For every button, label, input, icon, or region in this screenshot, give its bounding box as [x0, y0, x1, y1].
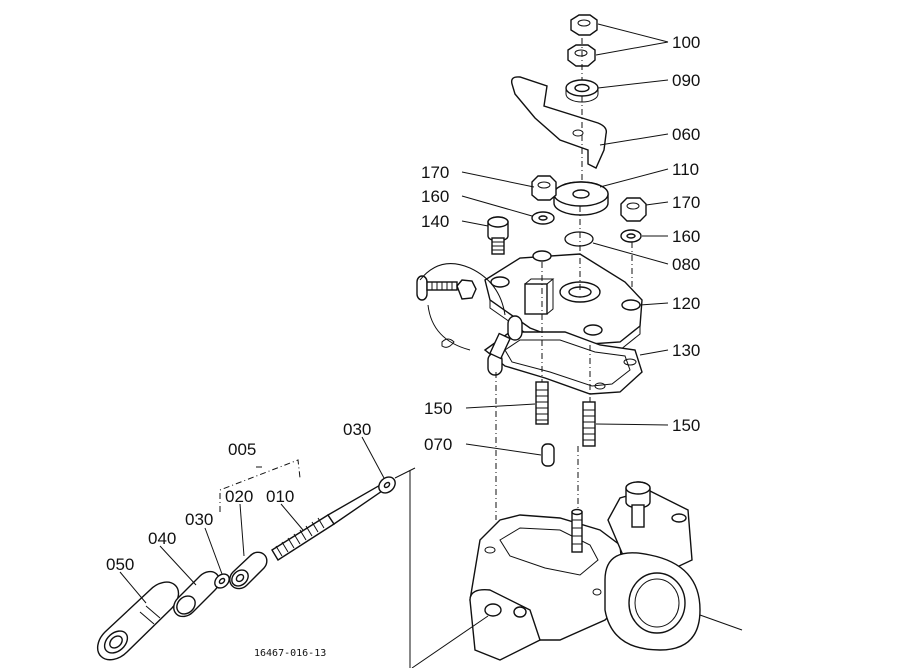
part-170-nut-left — [531, 175, 557, 201]
callout-030-lower: 030 — [185, 510, 213, 529]
part-070-key — [541, 443, 555, 467]
injection-pump-housing — [469, 481, 743, 661]
part-030-washer-upper — [378, 476, 396, 494]
part-050-sleeve — [96, 581, 180, 661]
part-060-lever — [510, 76, 608, 180]
callout-005: 005 — [228, 440, 256, 459]
part-160-washer-right — [620, 229, 642, 243]
callout-170-left: 170 — [421, 163, 449, 182]
callout-100: 100 — [672, 33, 700, 52]
callout-080: 080 — [672, 255, 700, 274]
callout-060: 060 — [672, 125, 700, 144]
callout-110: 110 — [672, 160, 699, 179]
assembly-center-lines — [495, 38, 633, 520]
part-080-o-ring — [564, 231, 594, 247]
callout-130: 130 — [672, 341, 700, 360]
callout-020: 020 — [225, 487, 253, 506]
callout-140: 140 — [421, 212, 449, 231]
part-020-collar — [229, 551, 268, 590]
part-130-gasket — [483, 331, 643, 395]
adjusting-screw-assembly — [416, 263, 523, 376]
callout-030-upper: 030 — [343, 420, 371, 439]
part-120-cover-plate — [484, 250, 643, 354]
callout-160-right: 160 — [672, 227, 700, 246]
callout-050: 050 — [106, 555, 134, 574]
callout-120: 120 — [672, 294, 700, 313]
figure-code: 16467-016-13 — [254, 648, 326, 659]
part-160-washer-left — [531, 211, 555, 225]
part-040-plunger — [173, 570, 220, 618]
callout-150-left: 150 — [424, 399, 452, 418]
callout-150-right: 150 — [672, 416, 700, 435]
part-150-stud-right — [582, 401, 596, 447]
leader-lines — [119, 23, 669, 668]
callout-090: 090 — [672, 71, 700, 90]
part-030-washer-lower — [214, 573, 230, 589]
callout-170-right: 170 — [672, 193, 700, 212]
part-140-bolt — [487, 216, 509, 255]
part-110-plate-washer — [553, 181, 609, 216]
callout-010: 010 — [266, 487, 294, 506]
callout-070: 070 — [424, 435, 452, 454]
part-170-nut-right — [620, 197, 647, 222]
callout-160-left: 160 — [421, 187, 449, 206]
callout-labels: 100 090 060 110 170 160 140 170 160 080 … — [106, 33, 700, 659]
part-150-stud-left — [535, 381, 549, 425]
axis-and-frame-lines — [394, 467, 416, 668]
callout-040: 040 — [148, 529, 176, 548]
